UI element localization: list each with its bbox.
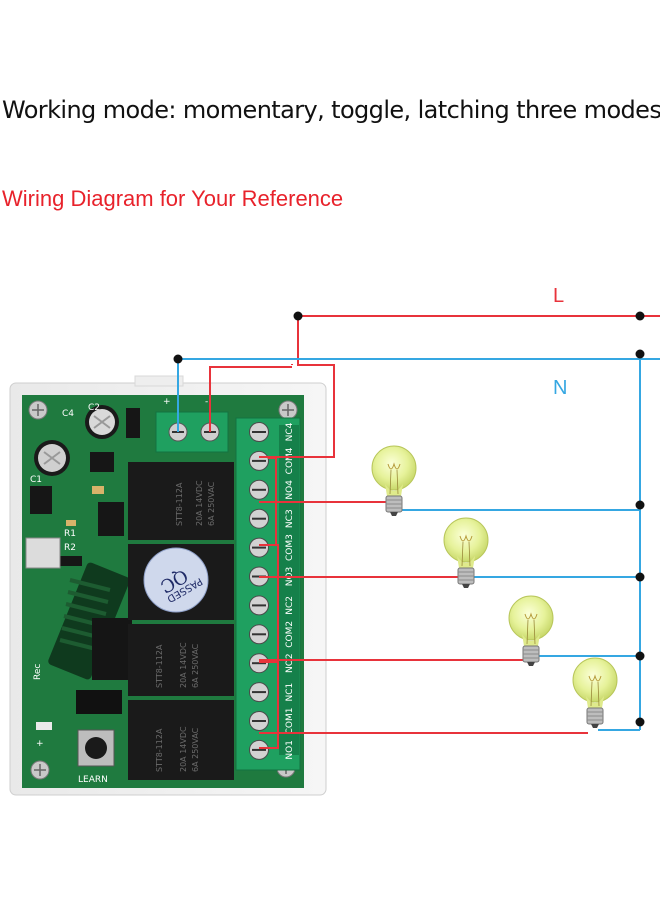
light-bulb-icon xyxy=(371,445,417,516)
terminal-label-com3: COM3 xyxy=(285,534,295,561)
terminal-label-no4: NO4 xyxy=(285,480,295,500)
terminal-label-no2: NO2 xyxy=(285,653,295,673)
terminal-screw-com1 xyxy=(249,711,269,731)
capacitor-icon xyxy=(34,440,70,476)
terminal-screw-com4 xyxy=(249,450,269,471)
power-plus-mark-top: + xyxy=(163,397,171,407)
enclosure-tab xyxy=(134,375,184,387)
smd-component xyxy=(60,556,82,566)
power-wire-red xyxy=(209,366,292,432)
junction-dot xyxy=(635,572,645,582)
terminal-label-nc2: NC2 xyxy=(285,596,295,615)
power-terminal-block xyxy=(155,411,229,453)
silk-label-r2: R2 xyxy=(64,543,76,553)
junction-dot xyxy=(635,311,645,321)
relay-rating-label: 20A 14VDC xyxy=(195,480,204,526)
antenna-coil-icon xyxy=(48,562,130,680)
screw-icon xyxy=(30,760,50,780)
decoder-chip xyxy=(92,618,132,680)
silk-label-c4: C4 xyxy=(62,409,74,419)
terminal-label-com2: COM2 xyxy=(285,621,295,648)
silk-label-c1: C1 xyxy=(30,475,42,485)
relay-4: STT8-112A 20A 14VDC 6A 250VAC xyxy=(128,462,234,540)
relay-rating-label: 6A 250VAC xyxy=(207,481,216,526)
relay-rating-label: 20A 14VDC xyxy=(179,726,188,772)
junction-dot xyxy=(173,354,183,364)
relay-rating-label: 6A 250VAC xyxy=(191,643,200,688)
light-bulb-icon xyxy=(443,517,489,588)
relay-rating-label: 6A 250VAC xyxy=(191,727,200,772)
terminal-label-nc4: NC4 xyxy=(285,422,295,441)
output-terminal-block xyxy=(235,417,301,771)
terminal-label-no1: NO1 xyxy=(285,740,295,760)
screw-icon xyxy=(28,400,48,420)
relay-rating-label: 20A 14VDC xyxy=(179,642,188,688)
com-jumper-wire xyxy=(259,661,279,749)
smd-component xyxy=(92,486,104,494)
silk-label-r1: R1 xyxy=(64,529,76,539)
led-indicator xyxy=(36,722,52,730)
capacitor-icon xyxy=(85,405,119,439)
smd-component xyxy=(126,408,140,438)
learn-button[interactable] xyxy=(77,729,115,767)
terminal-label-com4: COM4 xyxy=(285,447,295,474)
junction-dot xyxy=(635,500,645,510)
page-title: Working mode: momentary, toggle, latchin… xyxy=(2,96,660,124)
screw-icon xyxy=(278,400,298,420)
crystal-oscillator xyxy=(25,537,61,569)
smd-component xyxy=(98,502,124,536)
terminal-screw-nc3 xyxy=(249,508,269,529)
relay-2: STT8-112A 20A 14VDC 6A 250VAC xyxy=(128,624,234,696)
junction-dot xyxy=(635,651,645,661)
terminal-label-nc1: NC1 xyxy=(285,683,295,702)
terminal-screw-nc2 xyxy=(249,595,269,616)
relay-model-label: STT8-112A xyxy=(155,728,164,772)
smd-component xyxy=(66,520,76,526)
terminal-label-nc3: NC3 xyxy=(285,509,295,528)
power-plus-mark: + xyxy=(36,739,44,749)
relay-1: STT8-112A 20A 14VDC 6A 250VAC xyxy=(128,700,234,780)
junction-dot xyxy=(293,311,303,321)
silk-label-rec: Rec xyxy=(33,664,43,680)
qc-passed-sticker: QC PASSED xyxy=(143,547,209,613)
power-minus-mark-top: - xyxy=(205,397,208,407)
relay-model-label: STT8-112A xyxy=(155,644,164,688)
neutral-wire-label: N xyxy=(553,377,567,399)
terminal-screw-no4 xyxy=(249,479,269,500)
diagram-subtitle: Wiring Diagram for Your Reference xyxy=(2,186,344,211)
neutral-wire-group xyxy=(177,354,660,731)
silk-label-c2: C2 xyxy=(88,403,100,413)
smd-component xyxy=(30,486,52,514)
light-bulb-icon xyxy=(572,657,618,728)
relay-model-label: STT8-112A xyxy=(175,482,184,526)
terminal-label-com1: COM1 xyxy=(285,708,295,735)
line-wire-label: L xyxy=(553,285,564,307)
learn-button-label: LEARN xyxy=(78,775,108,785)
line-wire-group xyxy=(209,315,660,749)
terminal-screw-no1 xyxy=(249,739,269,760)
jumper-header xyxy=(76,690,122,714)
terminal-screw-com3 xyxy=(249,537,269,558)
junction-dot xyxy=(635,717,645,727)
terminal-screw-com2 xyxy=(249,624,269,645)
terminal-screw-no2 xyxy=(249,653,269,674)
light-bulb-icon xyxy=(508,595,554,666)
junction-dot xyxy=(635,349,645,359)
smd-component xyxy=(90,452,114,472)
terminal-screw-nc4 xyxy=(249,422,269,442)
terminal-screw-nc1 xyxy=(249,682,269,703)
line-wire xyxy=(259,316,335,458)
